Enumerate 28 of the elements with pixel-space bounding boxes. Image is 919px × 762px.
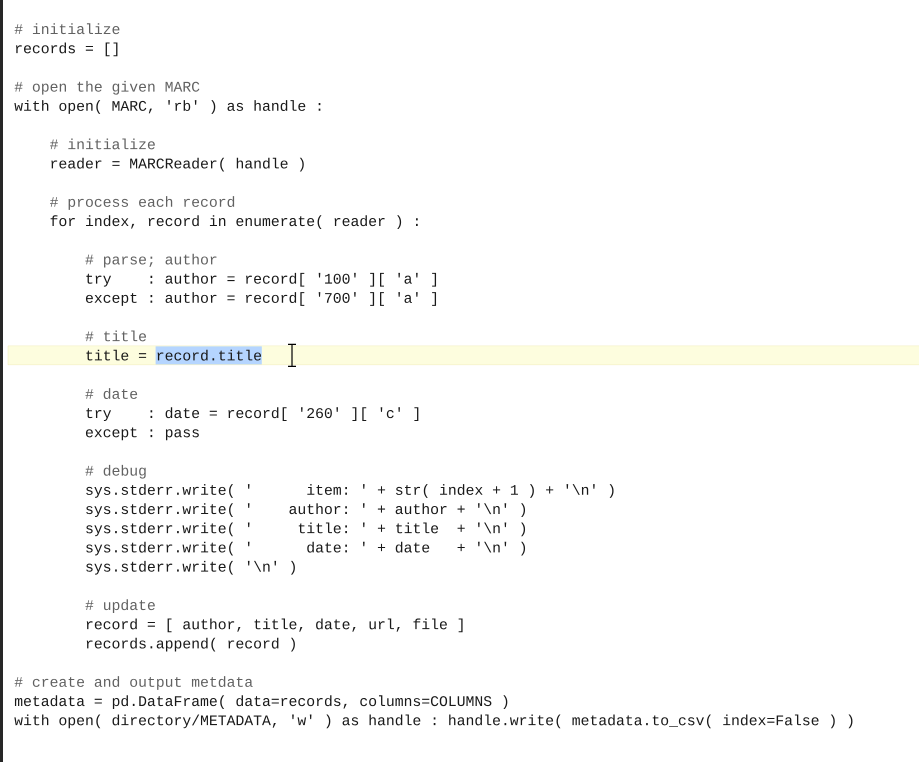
code-line: sys.stderr.write( ' item: ' + str( index + 1 ) + '\n' ) [86, 484, 614, 498]
code-comment: # update [85, 599, 155, 614]
code-line: records = [] [16, 42, 118, 56]
code-line: except : pass [86, 427, 199, 440]
code-line: sys.stderr.write( ' author: ' + author + '\n' ) [86, 503, 526, 518]
code-comment: # date [85, 388, 138, 399]
code-comment: # process each record [50, 196, 234, 210]
code-comment: # initialize [14, 23, 120, 34]
code-line: metadata = pd.DataFrame( data=records, columns=COLUMNS ) [14, 695, 508, 710]
code-line: records.append( record ) [86, 638, 295, 652]
code-line: reader = MARCReader( handle ) [51, 158, 304, 172]
code-comment: # parse; author [85, 254, 216, 268]
code-line: with open( MARC, 'rb' ) as handle : [14, 100, 320, 114]
code-line: record = [ author, title, date, url, file ] [86, 618, 463, 632]
code-comment: # open the given MARC [14, 80, 200, 95]
code-comment: # debug [85, 464, 146, 479]
code-line: sys.stderr.write( '\n' ) [86, 560, 295, 575]
code-comment: # initialize [50, 138, 155, 150]
code-line: title = record.title [86, 350, 262, 361]
code-line: for index, record in enumerate( reader ) : [50, 215, 418, 230]
code-line: try : author = record[ '100' ][ 'a' ] [86, 272, 436, 287]
code-line: except : author = record[ '700' ][ 'a' ] [86, 292, 436, 306]
code-comment: # create and output metdata [14, 676, 253, 690]
code-comment: # title [85, 330, 146, 342]
code-line: try : date = record[ '260' ][ 'c' ] [86, 407, 418, 422]
code-line: with open( directory/METADATA, 'w' ) as handle : handle.write( metadata.to_csv( index=False ) ) [14, 714, 852, 728]
code-line: sys.stderr.write( ' date: ' + date + '\n' ) [86, 542, 526, 556]
code-line: sys.stderr.write( ' title: ' + title + '\n' ) [86, 522, 526, 536]
